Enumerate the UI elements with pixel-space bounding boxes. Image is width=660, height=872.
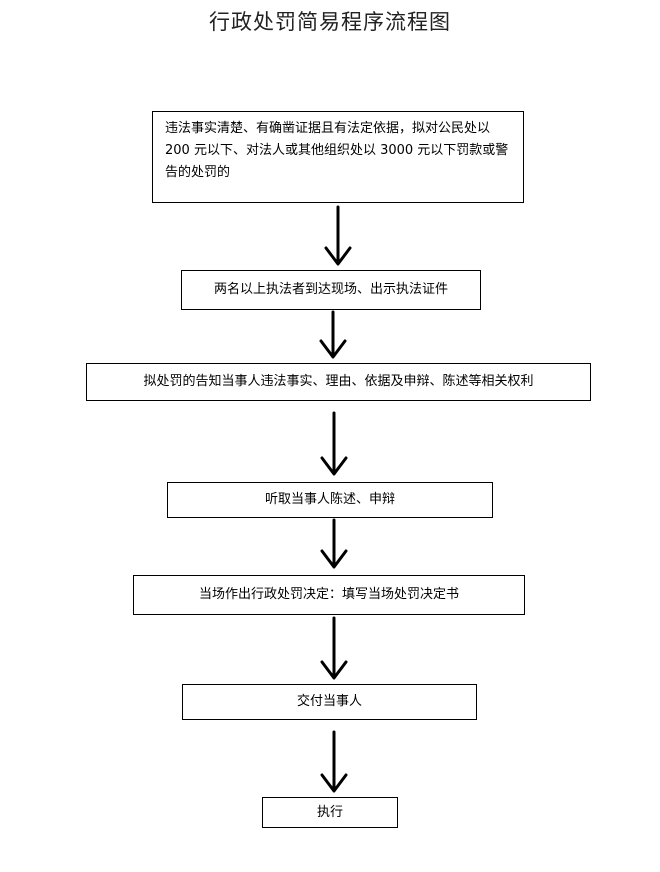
step-arrive-show-credentials: 两名以上执法者到达现场、出示执法证件 <box>181 270 481 310</box>
step-execute-text: 执行 <box>316 804 343 820</box>
step-notify-rights: 拟处罚的告知当事人违法事实、理由、依据及申辩、陈述等相关权利 <box>86 363 591 401</box>
arrow-2 <box>319 310 347 359</box>
step-hear-text: 听取当事人陈述、申辩 <box>264 492 395 507</box>
step-conditions: 违法事实清楚、有确凿证据且有法定依据，拟对公民处以 200 元以下、对法人或其他… <box>152 111 524 203</box>
arrow-1 <box>324 205 352 266</box>
step-notify-text: 拟处罚的告知当事人违法事实、理由、依据及申辩、陈述等相关权利 <box>143 374 534 389</box>
step-execute: 执行 <box>262 797 398 828</box>
step-decision-text: 当场作出行政处罚决定：填写当场处罚决定书 <box>198 587 459 602</box>
diagram-title: 行政处罚简易程序流程图 <box>209 10 451 34</box>
arrow-6 <box>320 730 348 793</box>
step-make-decision: 当场作出行政处罚决定：填写当场处罚决定书 <box>133 575 525 615</box>
step-arrive-text: 两名以上执法者到达现场、出示执法证件 <box>213 282 448 297</box>
arrow-4 <box>320 518 348 569</box>
arrow-5 <box>320 616 348 680</box>
step-deliver-text: 交付当事人 <box>296 694 362 709</box>
step-hear-statement: 听取当事人陈述、申辩 <box>167 482 493 518</box>
arrow-3 <box>320 411 348 476</box>
step-conditions-text: 违法事实清楚、有确凿证据且有法定依据，拟对公民处以 200 元以下、对法人或其他… <box>165 121 509 180</box>
step-deliver: 交付当事人 <box>182 684 477 720</box>
